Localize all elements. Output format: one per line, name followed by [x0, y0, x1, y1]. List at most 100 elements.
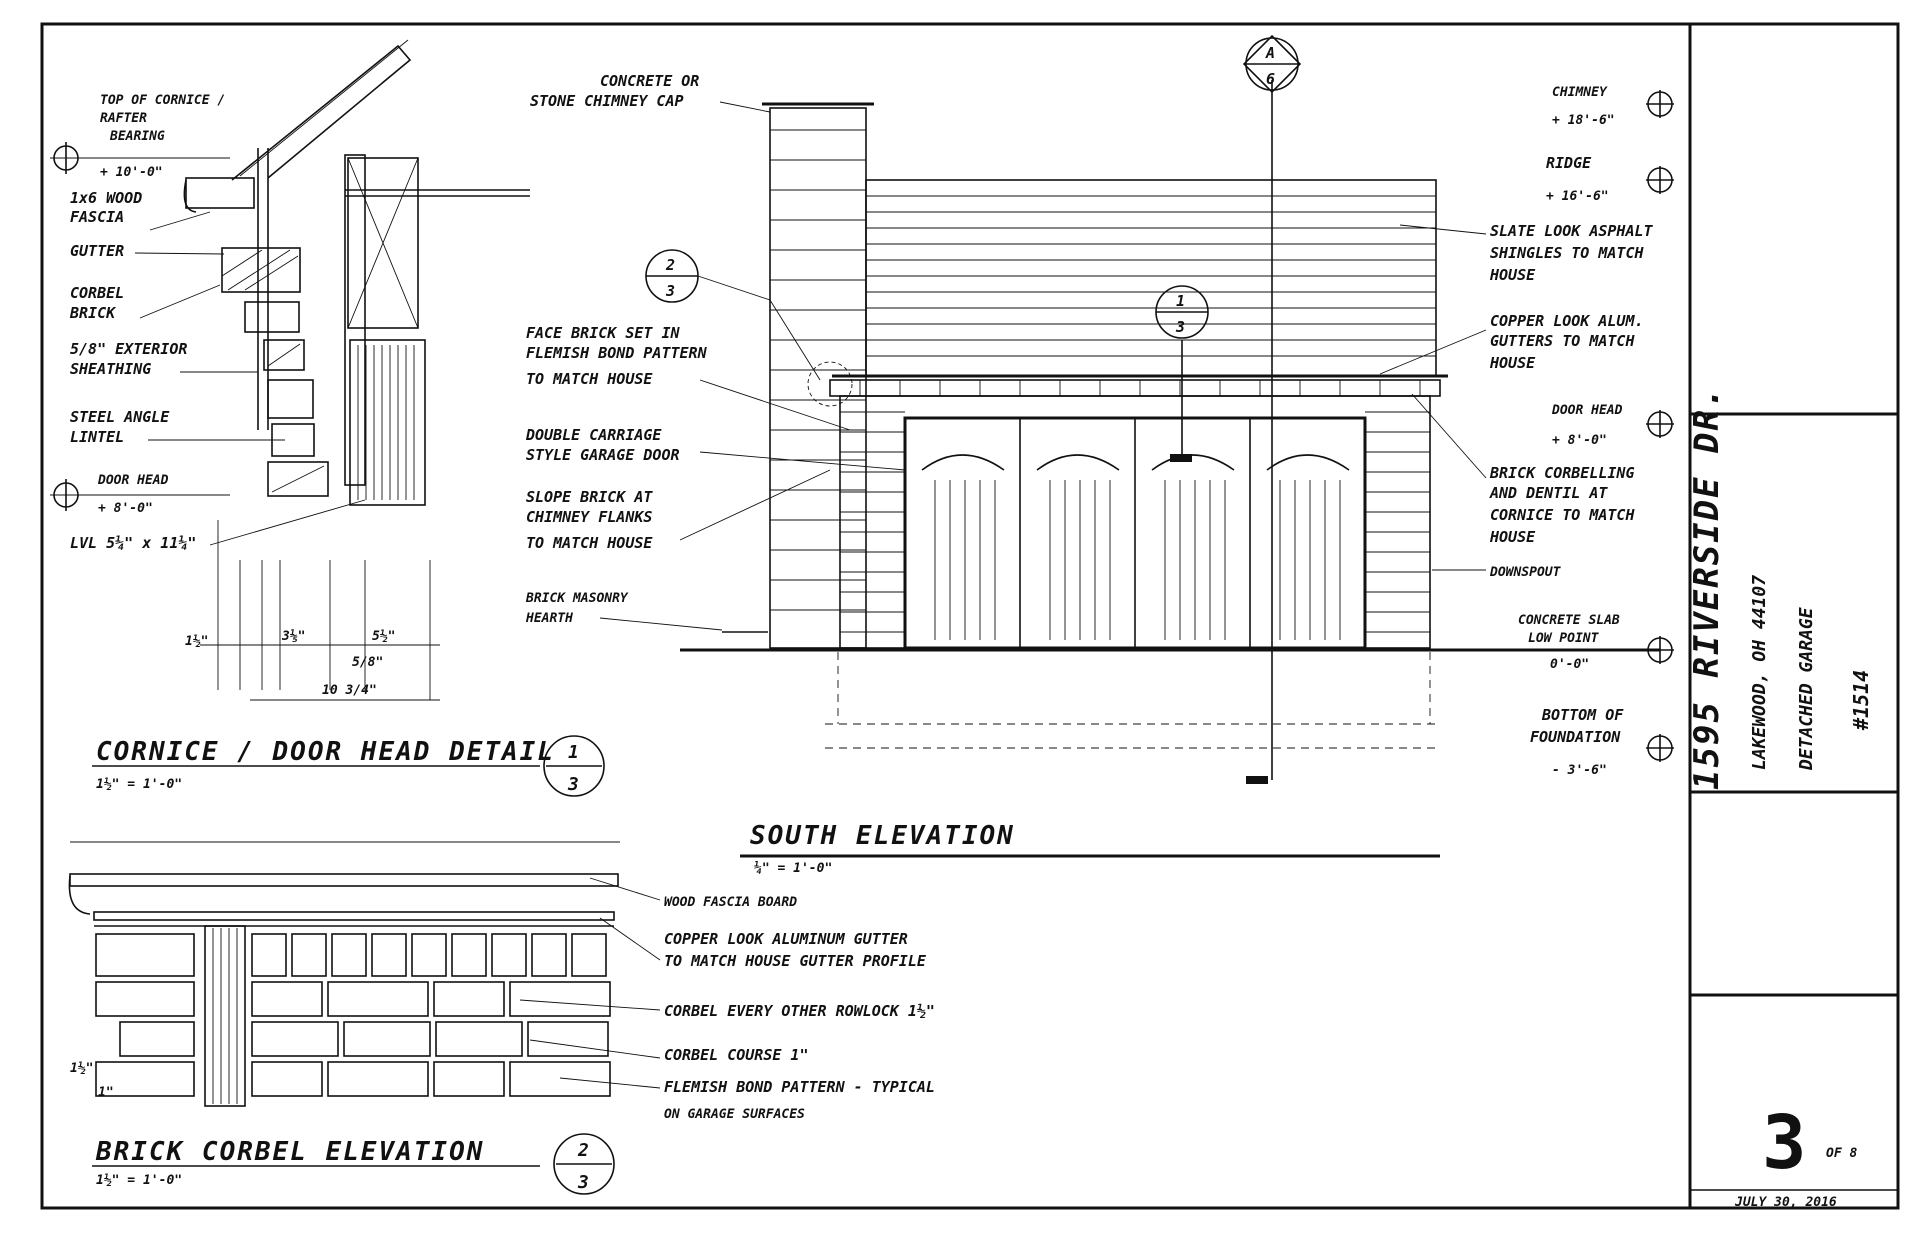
dim-5: 10 3/4" — [322, 683, 377, 698]
label-corbel-2: BRICK — [69, 304, 117, 322]
elevation-title: SOUTH ELEVATION — [750, 821, 1015, 851]
label-ridge: RIDGE — [1546, 154, 1592, 172]
label-angle-1: STEEL ANGLE — [70, 408, 170, 426]
elevation-marker-slab — [1646, 636, 1674, 664]
elevation-marker-top — [50, 142, 230, 174]
label-door-2: STYLE GARAGE DOOR — [526, 446, 680, 464]
foundation-dashed — [825, 652, 1440, 749]
label-corbel-gutter-2: TO MATCH HOUSE GUTTER PROFILE — [664, 952, 927, 970]
corbel-brick-rows — [95, 933, 611, 1097]
label-corbel-1: CORBEL — [70, 284, 124, 302]
cornice-scale: 1½" = 1'-0" — [96, 777, 182, 792]
label-shingle-2: SHINGLES TO MATCH — [1490, 244, 1644, 262]
label-corbel-rowlock: CORBEL EVERY OTHER ROWLOCK 1½" — [664, 1002, 935, 1020]
label-sheathing-2: SHEATHING — [70, 360, 151, 378]
brick-corbel-title: BRICK CORBEL ELEVATION — [95, 1137, 484, 1167]
label-corbel-gutter-1: COPPER LOOK ALUMINUM GUTTER — [664, 930, 908, 948]
label-rafter: RAFTER — [100, 111, 147, 126]
label-gutters-2: GUTTERS TO MATCH — [1490, 332, 1635, 350]
label-slab-1: CONCRETE SLAB — [1518, 613, 1620, 628]
gutter — [183, 179, 197, 213]
label-gutter: GUTTER — [70, 242, 124, 260]
south-elevation: A 6 1 3 2 3 — [525, 34, 1674, 876]
label-flemish-3: TO MATCH HOUSE — [526, 370, 653, 388]
section-marker-1-3: 1 3 — [1155, 285, 1209, 462]
title-block: 1595 RIVERSIDE DR. LAKEWOOD, OH 44107 DE… — [1687, 386, 1873, 1210]
project-number: #1514 — [1849, 670, 1873, 731]
label-chimney-elev: + 18'-6" — [1552, 113, 1615, 128]
brick-corbel-ref-bubble: 2 3 — [553, 1133, 615, 1195]
dim-2: 3⅕" — [281, 629, 305, 644]
label-slope-3: TO MATCH HOUSE — [526, 534, 653, 552]
label-sheathing-1: 5/8" EXTERIOR — [70, 340, 187, 358]
label-slope-2: CHIMNEY FLANKS — [526, 508, 652, 526]
label-corbel-4: HOUSE — [1489, 528, 1536, 546]
label-downspout: DOWNSPOUT — [1489, 565, 1562, 580]
dentil-band — [829, 379, 1441, 397]
label-door-1: DOUBLE CARRIAGE — [525, 426, 662, 444]
label-slab-elev: 0'-0" — [1550, 657, 1589, 672]
elevation-marker-chimney — [1646, 90, 1674, 118]
label-cap-2: STONE CHIMNEY CAP — [530, 92, 684, 110]
corbel-dim-b: 1" — [98, 1085, 114, 1100]
label-corbel-2: AND DENTIL AT — [1489, 484, 1608, 502]
label-hearth-1: BRICK MASONRY — [525, 591, 629, 606]
elevation-scale: ¼" = 1'-0" — [754, 861, 832, 876]
svg-text:2: 2 — [577, 1140, 589, 1161]
cornice-title: CORNICE / DOOR HEAD DETAIL — [96, 737, 555, 767]
cornice-detail: TOP OF CORNICE / RAFTER BEARING + 10'-0"… — [50, 39, 605, 797]
svg-text:3: 3 — [665, 282, 675, 300]
brick-corbel-scale: 1½" = 1'-0" — [96, 1173, 182, 1188]
label-top-of-cornice: TOP OF CORNICE / — [100, 93, 225, 108]
project-address: 1595 RIVERSIDE DR. — [1687, 386, 1727, 790]
elevation-marker-ridge — [1646, 166, 1674, 194]
corbel-dim-a: 1½" — [70, 1061, 93, 1076]
brick-corbel-elevation: 1½" 1" WOOD FASCIA BOARD COPPER LOOK ALU… — [68, 841, 935, 1195]
label-corbel-course: CORBEL COURSE 1" — [664, 1046, 809, 1064]
label-found-elev: - 3'-6" — [1552, 763, 1607, 778]
label-gutters-3: HOUSE — [1489, 354, 1536, 372]
label-shingle-3: HOUSE — [1489, 266, 1536, 284]
label-slope-1: SLOPE BRICK AT — [526, 488, 653, 506]
wall-brick-hatch — [840, 411, 1430, 633]
label-door-head-elev: + 8'-0" — [1552, 433, 1607, 448]
dim-1: 1½" — [185, 634, 208, 649]
detail-marker-2-3: 2 3 — [645, 249, 853, 407]
project-name: DETACHED GARAGE — [1796, 607, 1817, 771]
label-slab-2: LOW POINT — [1528, 631, 1600, 646]
label-door-head: DOOR HEAD — [1551, 403, 1623, 418]
elevation-marker-foundation — [1646, 734, 1674, 762]
label-cap-1: CONCRETE OR — [600, 72, 699, 90]
corbel-downspout — [204, 925, 246, 1107]
label-door-elev: + 8'-0" — [98, 501, 153, 516]
label-corbel-1: BRICK CORBELLING — [1489, 464, 1635, 482]
section-marker-a6: A 6 — [1242, 34, 1302, 784]
elevation-marker-door-head — [1646, 410, 1674, 438]
label-bearing: BEARING — [109, 129, 165, 144]
corbel-fascia-board — [69, 873, 619, 887]
chimney-brick-hatch — [770, 129, 866, 611]
chimney — [769, 107, 867, 649]
label-door-head: DOOR HEAD — [97, 473, 169, 488]
svg-text:3: 3 — [567, 774, 579, 795]
label-fascia-1: 1x6 WOOD — [70, 189, 142, 207]
elevation-marker-door — [50, 479, 230, 511]
svg-text:6: 6 — [1266, 70, 1275, 88]
label-lvl: LVL 5¼" x 11¼" — [70, 534, 196, 552]
garage-door — [903, 416, 1367, 650]
svg-text:2: 2 — [665, 256, 675, 274]
label-hearth-2: HEARTH — [525, 611, 573, 626]
dim-3: 5½" — [372, 629, 395, 644]
label-found-1: BOTTOM OF — [1541, 706, 1624, 724]
svg-text:1: 1 — [1176, 292, 1185, 310]
label-gutters-1: COPPER LOOK ALUM. — [1490, 312, 1644, 330]
sheet-number: 3 — [1762, 1100, 1807, 1186]
label-flemish-1: FACE BRICK SET IN — [526, 324, 680, 342]
label-elev-top: + 10'-0" — [100, 165, 163, 180]
lintel-lvl — [349, 339, 426, 506]
label-fascia-2: FASCIA — [70, 208, 124, 226]
project-city: LAKEWOOD, OH 44107 — [1749, 575, 1770, 770]
svg-text:A: A — [1265, 44, 1275, 62]
label-ridge-elev: + 16'-6" — [1546, 189, 1609, 204]
label-shingle-1: SLATE LOOK ASPHALT — [1490, 222, 1654, 240]
